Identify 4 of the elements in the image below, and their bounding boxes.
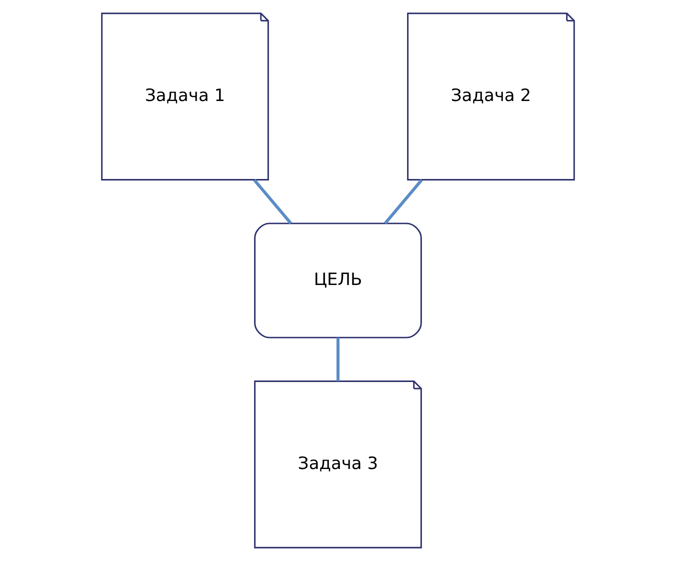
connector: [252, 179, 292, 224]
connector: [384, 179, 422, 224]
node-box: ЦЕЛЬ: [254, 222, 422, 338]
connector: [336, 338, 340, 382]
